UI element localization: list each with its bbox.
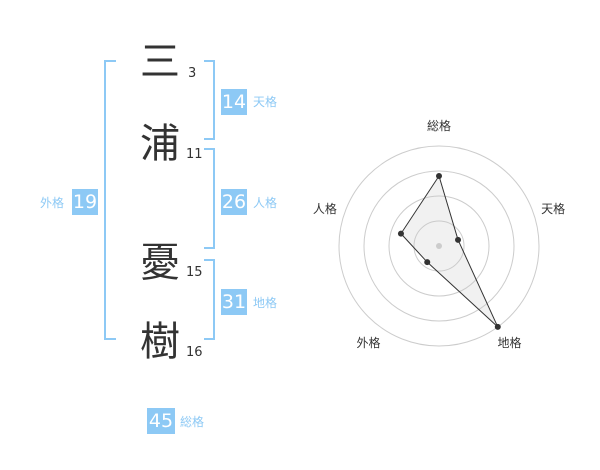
tenkaku-label: 天格 — [253, 95, 278, 109]
tenkaku-bracket — [204, 60, 215, 140]
radar-point-3 — [494, 323, 501, 330]
radar-ring — [363, 170, 515, 322]
radar-rings — [338, 145, 540, 347]
radar-axis-label-5: 人格 — [313, 201, 337, 216]
radar-axis-label-4: 外格 — [356, 335, 380, 350]
radar-axis-label-3: 地格 — [498, 335, 522, 350]
stroke-count-1: 3 — [188, 66, 197, 81]
soukaku-value: 45 — [147, 408, 175, 434]
jinkaku-label: 人格 — [253, 196, 278, 210]
radar-point-4 — [424, 259, 431, 266]
name-char-4: 樹 — [140, 319, 180, 365]
radar-point-2 — [455, 236, 462, 243]
name-char-1: 三 — [140, 39, 180, 85]
chikaku-label: 地格 — [253, 296, 278, 310]
chikaku-value: 31 — [221, 289, 247, 315]
gaikaku-bracket — [104, 60, 116, 340]
jinkaku-value: 26 — [221, 189, 247, 215]
radar-ring — [413, 220, 465, 272]
radar-center-dot — [436, 243, 442, 249]
gaikaku-value: 19 — [72, 189, 98, 215]
stroke-count-3: 15 — [186, 265, 203, 280]
stroke-count-2: 11 — [186, 147, 203, 162]
chikaku-bracket — [204, 259, 215, 340]
radar-point-5 — [397, 230, 404, 237]
radar-points — [397, 173, 501, 330]
tenkaku-value: 14 — [221, 89, 247, 115]
radar-series-polygon — [400, 174, 499, 328]
radar-ring — [338, 145, 540, 347]
soukaku-label: 総格 — [180, 415, 205, 429]
radar-axis-label-2: 天格 — [541, 201, 565, 216]
radar-ring — [388, 195, 490, 297]
name-char-3: 憂 — [140, 240, 180, 286]
radar-point-1 — [436, 173, 442, 179]
gaikaku-label: 外格 — [40, 196, 65, 210]
stroke-count-4: 16 — [186, 345, 203, 360]
name-char-2: 浦 — [140, 121, 180, 167]
jinkaku-bracket — [204, 148, 215, 249]
radar-axis-label-1: 総格 — [427, 118, 451, 133]
